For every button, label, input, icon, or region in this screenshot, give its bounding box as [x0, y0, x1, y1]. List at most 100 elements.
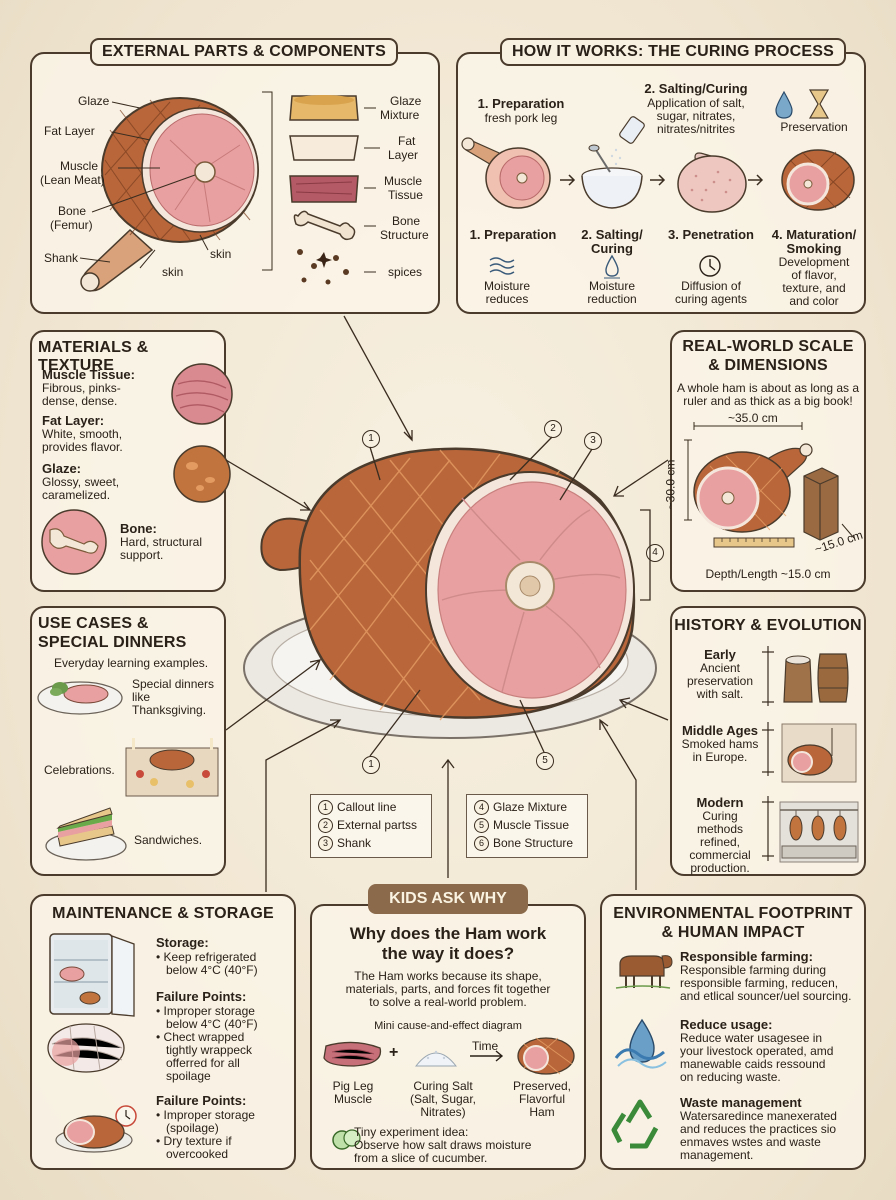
- usecases-title-2: SPECIAL DINNERS: [38, 634, 187, 651]
- scale-intro-2: ruler and as thick as a big book!: [683, 394, 853, 408]
- bullet-text: Chect wrapped: [163, 1030, 245, 1044]
- env-reduce-head: Reduce usage:: [680, 1017, 773, 1032]
- curing-step-1-title: 1. Preparation: [469, 227, 557, 242]
- scale-footer: Depth/Length ~15.0 cm: [705, 567, 831, 581]
- maint-failure1-bullet-2a: • Chect wrapped: [156, 1030, 245, 1044]
- env-waste-line-2: and reduces the practices sio: [680, 1122, 837, 1136]
- kids-effect-1: Preserved,: [512, 1079, 572, 1093]
- kids-answer-3: to solve a real-world problem.: [369, 995, 527, 1009]
- maint-failure2-bullet-2b: overcooked: [166, 1147, 229, 1161]
- env-farming-line-2: responsible farming, reducen,: [680, 976, 839, 990]
- curing-step-4-sub-4: and color: [789, 294, 839, 308]
- bullet-text: Improper storage: [163, 1108, 255, 1122]
- curing-top-salt-sub-2: sugar, nitrates,: [656, 109, 736, 123]
- curing-top-salt-sub-1: Application of salt,: [647, 96, 745, 110]
- maint-failure1-bullet-2c: offerred for all: [166, 1056, 240, 1070]
- legend-label: Bone Structure: [493, 836, 574, 850]
- central-ham-illustration: [243, 447, 657, 739]
- kids-effect-3: Ham: [529, 1105, 555, 1119]
- label-bone: Bone: [58, 204, 87, 218]
- label-glaze: Glaze: [78, 94, 110, 108]
- panel-scale: [670, 330, 866, 592]
- history-modern-line-3: refined,: [699, 835, 741, 849]
- external-parts-title: EXTERNAL PARTS & COMPONENTS: [90, 38, 398, 66]
- maint-failure1-bullet-1a: • Improper storage: [156, 1004, 255, 1018]
- materials-glaze-line-2: caramelized.: [42, 488, 111, 502]
- maint-failure1-bullet-2d: spoilage: [166, 1069, 211, 1083]
- legend-label: External partss: [337, 818, 418, 832]
- kids-effect-2: Flavorful: [518, 1092, 565, 1106]
- kids-experiment-1: Tiny experiment idea:: [354, 1125, 469, 1139]
- materials-glaze-line-1: Glossy, sweet,: [42, 475, 120, 489]
- curing-step-4-title-2: Smoking: [786, 241, 842, 256]
- usecases-special-2: like: [132, 690, 151, 704]
- maint-failure2-bullet-1b: (spoilage): [166, 1121, 219, 1135]
- callout-1-bottom: 1: [362, 756, 380, 774]
- maint-failure1-head: Failure Points:: [156, 989, 247, 1004]
- env-farming-line-3: and etlical souncer/uel sourcing.: [680, 989, 852, 1003]
- usecases-special-3: Thanksgiving.: [132, 703, 207, 717]
- maint-storage-bullet-1b: below 4°C (40°F): [166, 963, 258, 977]
- history-middle-line-2: in Europe.: [692, 750, 748, 764]
- curing-process-illustration: [461, 89, 855, 213]
- kids-experiment-3: from a slice of cucumber.: [354, 1151, 488, 1165]
- curing-top-salt-title: 2. Salting/Curing: [644, 81, 748, 96]
- external-label-lines: [79, 91, 380, 273]
- scale-illustration: [684, 422, 855, 548]
- legend-num: 5: [474, 817, 489, 833]
- materials-bone-line-1: Hard, structural: [120, 535, 203, 549]
- curing-top-salt-sub-3: nitrates/nitrites: [656, 122, 736, 136]
- curing-step-3-title: 3. Penetration: [668, 227, 754, 242]
- history-early-line-2: preservation: [686, 674, 754, 688]
- scale-intro-1: A whole ham is about as long as a: [676, 381, 860, 395]
- scale-width-label: ~35.0 cm: [728, 411, 778, 425]
- materials-fat-line-1: White, smooth,: [42, 427, 123, 441]
- cause-effect-diagram: [323, 1037, 575, 1075]
- legend-num: 1: [318, 799, 333, 815]
- env-reduce-line-3: manewable caids ressound: [680, 1057, 826, 1071]
- kids-answer-2: materials, parts, and forces fit togethe…: [345, 982, 551, 996]
- history-middle-line-1: Smoked hams: [681, 737, 759, 751]
- usecases-title-1: USE CASES &: [38, 615, 149, 632]
- kids-time: Time: [472, 1039, 499, 1053]
- kids-diagram-title: Mini cause-and-effect diagram: [374, 1020, 522, 1032]
- curing-step-2-sub-2: reduction: [587, 292, 637, 306]
- cow-icon: [615, 955, 673, 989]
- materials-muscle-head: Muscle Tissue:: [42, 367, 135, 382]
- env-waste-line-4: management.: [680, 1148, 754, 1162]
- history-modern-line-4: commercial: [689, 848, 751, 862]
- label-muscle: Muscle: [60, 159, 99, 173]
- maint-failure2-bullet-2a: • Dry texture if: [156, 1134, 232, 1148]
- materials-title: MATERIALS & TEXTURE: [38, 339, 149, 374]
- kids-cause2-3: Nitrates): [420, 1105, 466, 1119]
- history-modern-line-1: Curing: [702, 809, 738, 823]
- env-waste-line-1: Watersaredince manexerated: [680, 1109, 837, 1123]
- kids-answer-1: The Ham works because its shape,: [354, 969, 542, 983]
- legend-num: 4: [474, 799, 489, 815]
- history-early-head: Early: [704, 647, 736, 662]
- usecases-celebrations: Celebrations.: [44, 763, 115, 777]
- kids-cause1-1: Pig Leg: [332, 1079, 374, 1093]
- curing-top-preservation: Preservation: [780, 120, 848, 134]
- component-fat: Fat: [398, 134, 416, 148]
- curing-title: HOW IT WORKS: THE CURING PROCESS: [500, 38, 846, 66]
- curing-top-prep-title: 1. Preparation: [477, 96, 565, 111]
- usecases-intro: Everyday learning examples.: [54, 656, 209, 670]
- env-title-2: & HUMAN IMPACT: [661, 924, 805, 941]
- component-glaze: Glaze: [390, 94, 422, 108]
- label-fat-layer: Fat Layer: [44, 124, 95, 138]
- materials-fat-line-2: provides flavor.: [42, 440, 123, 454]
- usecases-special-1: Special dinners: [132, 677, 215, 691]
- component-layers-illustration: [289, 95, 359, 285]
- callout-1-top: 1: [362, 430, 380, 448]
- materials-muscle-line-2: dense, dense.: [42, 394, 118, 408]
- maint-failure1-bullet-2b: tightly wrappeck: [166, 1043, 253, 1057]
- maint-storage-head: Storage:: [156, 935, 209, 950]
- history-modern-head: Modern: [696, 795, 744, 810]
- bullet-text: Improper storage: [163, 1004, 255, 1018]
